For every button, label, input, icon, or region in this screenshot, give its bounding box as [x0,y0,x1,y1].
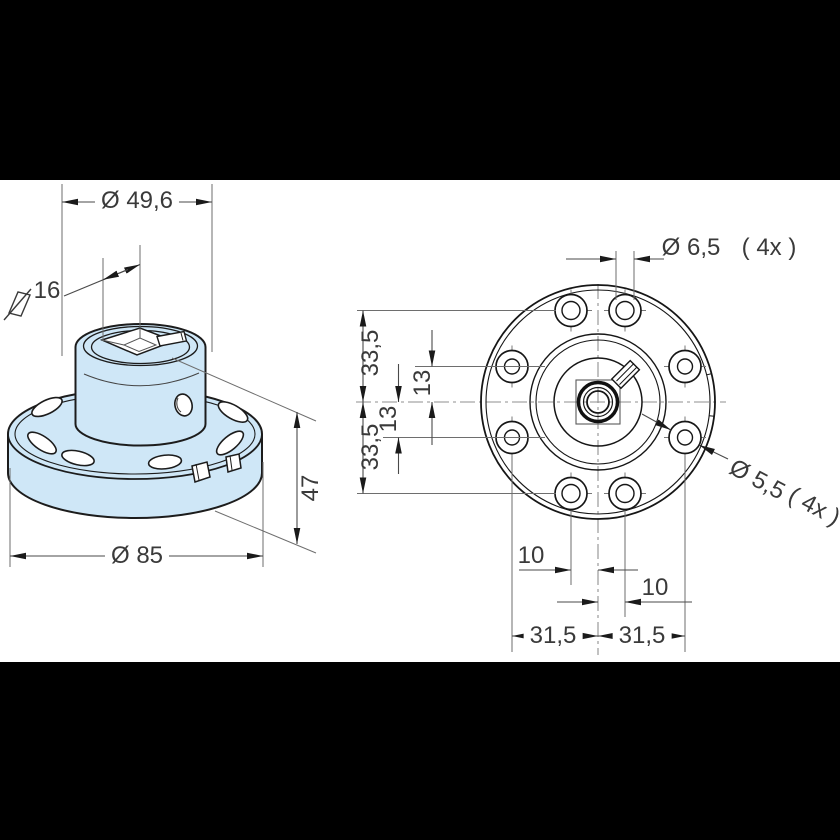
dim-left-offset-label: 10 [517,542,545,569]
dim-boss-diameter-label: Ø 49,6 [94,189,180,213]
hole-cb-top-right [604,289,646,332]
front-centerlines [356,284,726,655]
front-boss-circles [529,333,667,471]
front-view [356,251,729,655]
hole-cb-bottom-left [550,472,592,515]
iso-view [3,184,317,567]
dim-square-size-label: 16 [33,277,61,304]
dim-right-offset-label: 10 [641,574,669,601]
front-center-detail [575,359,641,425]
square-symbol-icon [3,288,32,321]
iso-flange-holes [27,396,249,470]
front-key-tab [610,359,641,390]
iso-rim-tabs [191,453,242,483]
hole-right-upper [664,345,706,388]
front-extension-lines [357,251,686,652]
dim-counterbore-diameter-label: Ø 6,5 [661,234,721,261]
dim-bottom-outer-label: 33,5 [357,423,384,471]
dim-left-half-label: 31,5 [523,624,583,648]
iso-square-socket [99,327,188,356]
hole-cb-top-left [550,289,592,332]
iso-dimensions [9,184,317,567]
dim-counterbore-count-label: ( 4x ) [741,234,797,261]
iso-boss-side-hole [174,393,193,417]
iso-boss [74,323,207,447]
hole-cb-bottom-right [604,472,646,515]
dim-top-inner-label: 13 [409,369,436,397]
hole-right-lower [664,416,706,459]
dim-top-outer-label: 33,5 [357,329,384,377]
front-flange-outline [480,284,716,520]
dim-flange-diameter-label: Ø 85 [104,544,170,568]
front-dimension-lines [359,255,729,640]
dim-right-half-label: 31,5 [612,624,672,648]
dim-height-label: 47 [297,474,324,502]
